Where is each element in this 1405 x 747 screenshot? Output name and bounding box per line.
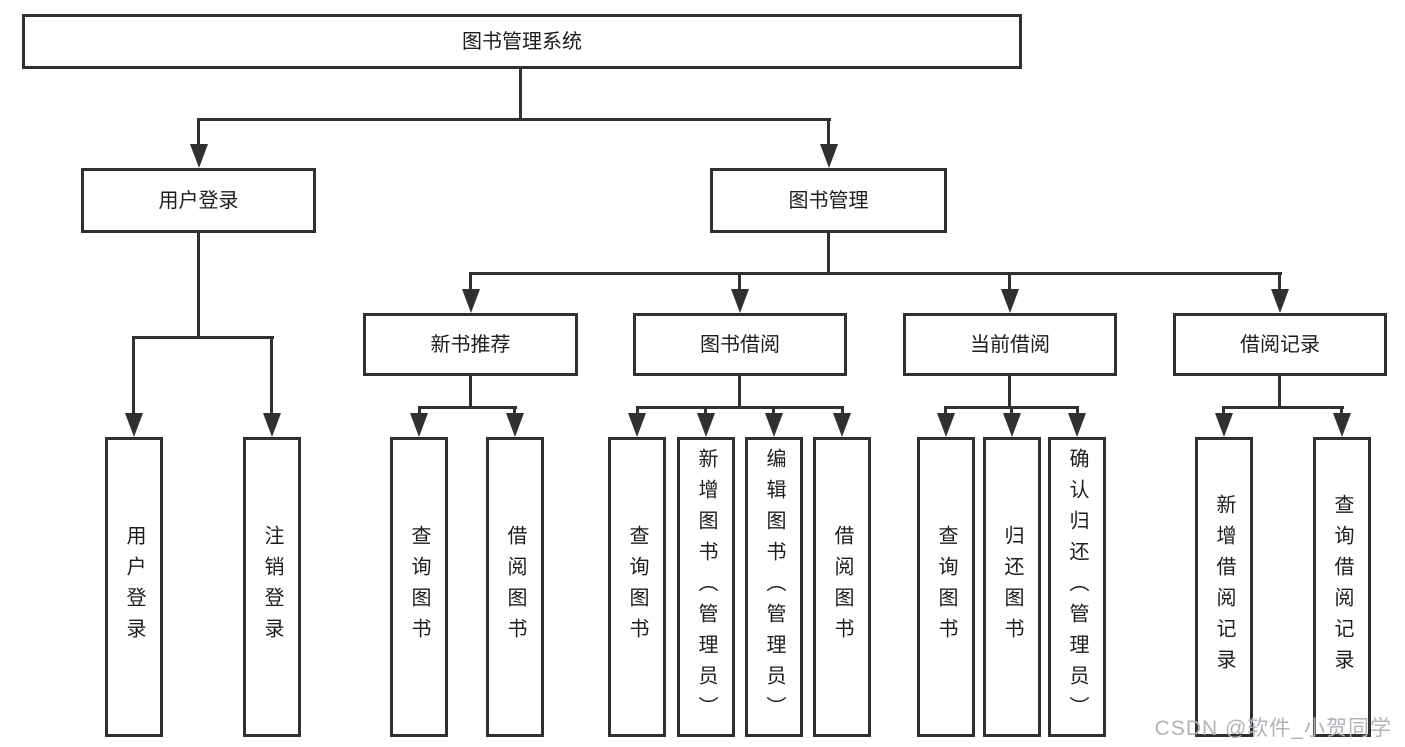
connector-line [738,376,741,409]
connector-line [636,406,844,409]
node-book-borrowing: 图书借阅 [633,313,847,376]
node-current-borrowing: 当前借阅 [903,313,1117,376]
node-label: 归还图书 [1001,525,1023,649]
arrow-down-icon [1271,289,1289,313]
node-label: 当前借阅 [970,333,1050,356]
connector-line [132,336,135,416]
node-book-management: 图书管理 [710,168,947,233]
connector-line [513,406,516,416]
node-label: 图书管理系统 [462,30,582,53]
connector-line [418,406,517,409]
node-user-login-action: 用户登录 [105,437,163,737]
node-label: 查询图书 [935,525,957,649]
node-label: 新增借阅记录 [1213,494,1235,680]
node-label: 借阅图书 [504,525,526,649]
connector-line [197,118,831,121]
node-nbr-query-books: 查询图书 [390,437,448,737]
arrow-down-icon [1001,289,1019,313]
node-bb-query-books: 查询图书 [608,437,666,737]
connector-line [1008,376,1011,409]
arrow-down-icon [628,413,646,437]
connector-line [704,406,707,416]
connector-line [944,406,947,416]
arrow-down-icon [1003,413,1021,437]
node-label: 图书管理 [788,189,869,212]
node-label: 借阅图书 [831,525,853,649]
arrow-down-icon [765,413,783,437]
connector-line [197,118,200,148]
arrow-down-icon [731,289,749,313]
node-nbr-borrow-books: 借阅图书 [486,437,544,737]
node-library-management-system: 图书管理系统 [22,14,1022,69]
connector-line [1222,406,1225,416]
node-bb-edit-books-admin: 编辑图书（管理员） [745,437,803,737]
arrow-down-icon [410,413,428,437]
arrow-down-icon [506,413,524,437]
node-label: 图书借阅 [700,333,780,356]
arrow-down-icon [1068,413,1086,437]
node-user-login: 用户登录 [81,168,316,233]
node-label: 确认归还（管理员） [1066,447,1088,727]
connector-line [827,118,830,148]
connector-line [772,406,775,416]
node-label: 新书推荐 [430,333,511,356]
connector-line [132,336,274,339]
connector-line [469,272,1282,275]
arrow-down-icon [125,413,143,437]
connector-line [738,272,741,292]
node-label: 用户登录 [123,525,145,649]
node-bb-add-books-admin: 新增图书（管理员） [677,437,735,737]
node-cb-confirm-return-admin: 确认归还（管理员） [1048,437,1106,737]
node-cb-query-books: 查询图书 [917,437,975,737]
connector-line [469,376,472,409]
arrow-down-icon [462,289,480,313]
csdn-watermark: CSDN @软件_小贺同学 [1154,717,1392,740]
node-label: 查询图书 [626,525,648,649]
connector-line [1010,406,1013,416]
node-logout: 注销登录 [243,437,301,737]
connector-line [636,406,639,416]
node-br-add-borrow-record: 新增借阅记录 [1195,437,1253,737]
node-br-query-borrow-record: 查询借阅记录 [1313,437,1371,737]
connector-line [1278,376,1281,409]
arrow-down-icon [263,413,281,437]
arrow-down-icon [697,413,715,437]
node-label: 编辑图书（管理员） [763,447,785,727]
node-label: 查询借阅记录 [1331,494,1353,680]
node-label: 借阅记录 [1240,333,1320,356]
node-label: 新增图书（管理员） [695,447,717,727]
connector-line [841,406,844,416]
node-borrowing-records: 借阅记录 [1173,313,1387,376]
connector-line [827,233,830,275]
node-label: 用户登录 [158,189,239,212]
connector-line [197,233,200,339]
node-new-book-recommend: 新书推荐 [363,313,578,376]
arrow-down-icon [190,144,208,168]
node-cb-return-books: 归还图书 [983,437,1041,737]
connector-line [1222,406,1344,409]
connector-line [1340,406,1343,416]
arrow-down-icon [833,413,851,437]
node-bb-borrow-books: 借阅图书 [813,437,871,737]
connector-line [1008,272,1011,292]
connector-line [1076,406,1079,416]
connector-line [1278,272,1281,292]
arrow-down-icon [820,144,838,168]
arrow-down-icon [1333,413,1351,437]
connector-line [469,272,472,292]
arrow-down-icon [1215,413,1233,437]
arrow-down-icon [937,413,955,437]
connector-line [418,406,421,416]
connector-line [270,336,273,416]
node-label: 注销登录 [261,525,283,649]
node-label: 查询图书 [408,525,430,649]
connector-line [519,69,522,121]
